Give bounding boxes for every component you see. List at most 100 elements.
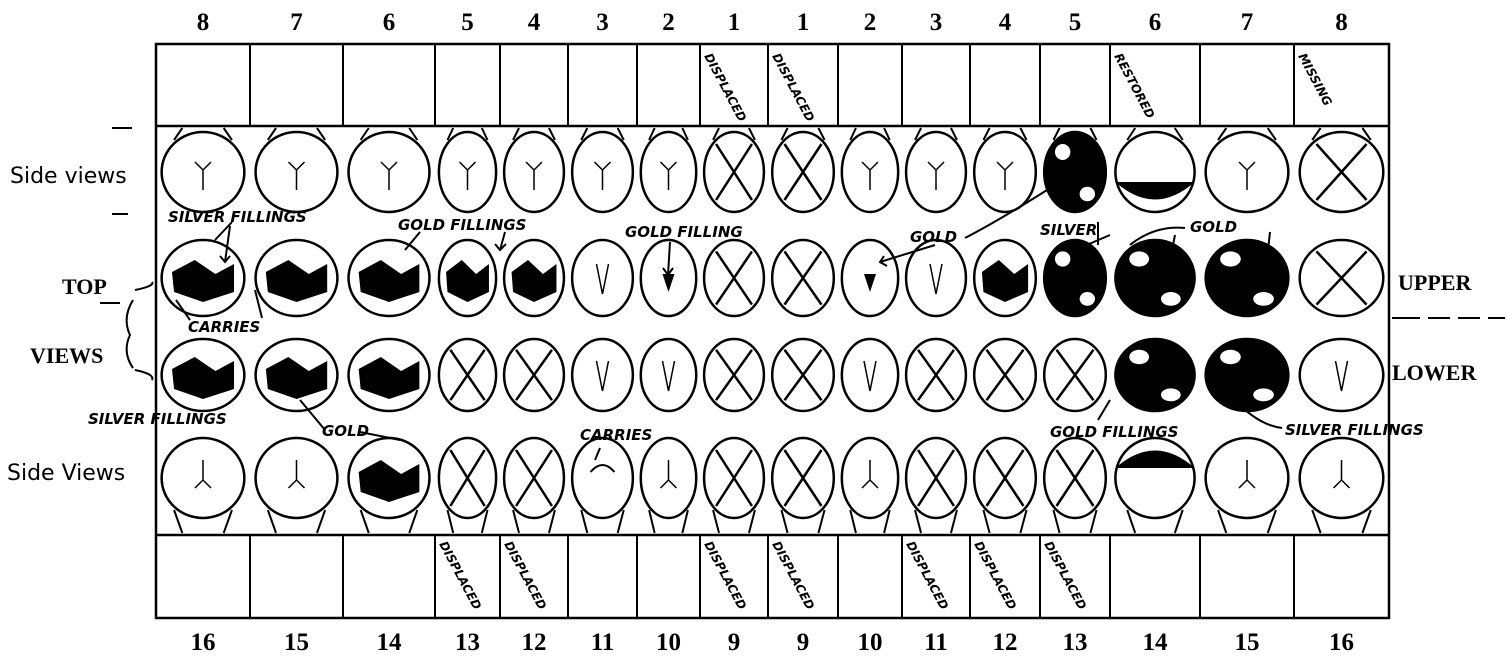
upper-top-tooth [1115, 240, 1194, 316]
upper-side-tooth [162, 128, 245, 212]
silver-upper-right-note: SILVER [1040, 221, 1097, 239]
lower-status-note: DISPLACED [701, 539, 749, 612]
lower-top-tooth [1044, 339, 1106, 411]
gold-upper-right-note: GOLD [910, 228, 957, 246]
lower-top-tooth [974, 339, 1036, 411]
upper-side-tooth [1300, 128, 1384, 212]
gold-upper-right-2-note: GOLD [1190, 218, 1237, 236]
upper-tooth-number: 5 [1069, 9, 1082, 36]
lower-tooth-number: 13 [455, 629, 480, 656]
upper-tooth-number: 4 [999, 9, 1012, 36]
lower-side-tooth [1115, 438, 1194, 533]
lower-top-tooth [349, 339, 430, 411]
upper-top-tooth [504, 240, 564, 316]
lower-top-tooth [906, 339, 966, 411]
lower-tooth-number: 11 [924, 629, 948, 656]
lower-tooth-number: 16 [191, 629, 216, 656]
side-views-lower-label: Side Views [7, 461, 125, 486]
upper-side-tooth [974, 128, 1036, 212]
upper-top-tooth [256, 240, 338, 316]
chart-frame [156, 44, 1389, 618]
silver-fillings-lower-left-note: SILVER FILLINGS [88, 410, 227, 428]
lower-tooth-number: 12 [522, 629, 547, 656]
upper-status-note: RESTORED [1111, 51, 1157, 121]
upper-side-tooth [439, 128, 496, 212]
lower-top-tooth [1206, 339, 1289, 411]
gold-filling-upper-note: GOLD FILLING [625, 223, 743, 241]
gold-fillings-upper-note: GOLD FILLINGS [398, 216, 527, 234]
lower-side-tooth [974, 438, 1036, 533]
lower-status-note: DISPLACED [769, 539, 817, 612]
upper-label: UPPER [1398, 270, 1472, 295]
gold-fillings-lower-right-note: GOLD FILLINGS [1050, 423, 1179, 441]
carries-lower-note: CARRIES [580, 426, 652, 444]
upper-top-tooth [1300, 240, 1384, 316]
upper-top-tooth [1206, 240, 1289, 316]
lower-side-tooth [842, 438, 898, 533]
lower-tooth-number: 9 [728, 629, 741, 656]
upper-tooth-number: 6 [383, 9, 396, 36]
upper-tooth-number: 6 [1149, 9, 1162, 36]
upper-top-tooth [704, 240, 764, 316]
lower-side-tooth [1300, 438, 1384, 533]
lower-side-tooth [349, 438, 430, 533]
upper-top-tooth [162, 240, 245, 316]
upper-side-tooth [842, 128, 898, 212]
upper-tooth-number: 7 [290, 9, 303, 36]
upper-side-tooth [641, 128, 696, 212]
upper-tooth-number: 3 [930, 9, 943, 36]
lower-tooth-number: 16 [1329, 629, 1354, 656]
upper-side-tooth [704, 128, 764, 212]
lower-tooth-number: 14 [1143, 629, 1169, 656]
lower-tooth-number: 13 [1063, 629, 1088, 656]
upper-top-tooth [439, 240, 496, 316]
teeth [162, 128, 1384, 533]
upper-top-tooth [349, 240, 430, 316]
upper-side-tooth [1206, 128, 1289, 212]
lower-side-tooth [162, 438, 245, 533]
upper-tooth-number: 3 [596, 9, 609, 36]
lower-top-tooth [641, 339, 696, 411]
lower-status-note: DISPLACED [971, 539, 1019, 612]
lower-top-tooth [1300, 339, 1384, 411]
lower-top-tooth [572, 339, 633, 411]
lower-top-tooth [772, 339, 834, 411]
lower-top-tooth [704, 339, 764, 411]
upper-status-note: MISSING [1295, 51, 1334, 109]
gold-lower-left-note: GOLD [322, 422, 369, 440]
lower-side-tooth [256, 438, 338, 533]
lower-top-tooth [256, 339, 338, 411]
upper-tooth-number: 8 [1335, 9, 1348, 36]
upper-side-tooth [906, 128, 966, 212]
upper-side-tooth [572, 128, 633, 212]
side-views-upper-label: Side views [10, 164, 127, 189]
lower-status-note: DISPLACED [501, 539, 549, 612]
upper-side-tooth [1115, 128, 1194, 212]
lower-status-note: DISPLACED [903, 539, 951, 612]
lower-tooth-number: 12 [993, 629, 1018, 656]
lower-side-tooth [704, 438, 764, 533]
lower-side-tooth [641, 438, 696, 533]
upper-side-tooth [256, 128, 338, 212]
lower-top-tooth [1115, 339, 1194, 411]
upper-top-tooth [572, 240, 633, 316]
upper-side-tooth [349, 128, 430, 212]
lower-top-tooth [842, 339, 898, 411]
lower-status-note: DISPLACED [1041, 539, 1089, 612]
upper-tooth-number: 4 [528, 9, 541, 36]
upper-side-tooth [504, 128, 564, 212]
carries-upper-note: CARRIES [188, 318, 260, 336]
upper-tooth-number: 8 [197, 9, 210, 36]
lower-status-note: DISPLACED [436, 539, 484, 612]
lower-side-tooth [772, 438, 834, 533]
lower-tooth-number: 11 [591, 629, 615, 656]
top-label: TOP [62, 274, 107, 299]
lower-side-tooth [439, 438, 496, 533]
upper-tooth-number: 1 [728, 9, 741, 36]
lower-top-tooth [162, 339, 245, 411]
lower-side-tooth [906, 438, 966, 533]
lower-top-tooth [504, 339, 564, 411]
